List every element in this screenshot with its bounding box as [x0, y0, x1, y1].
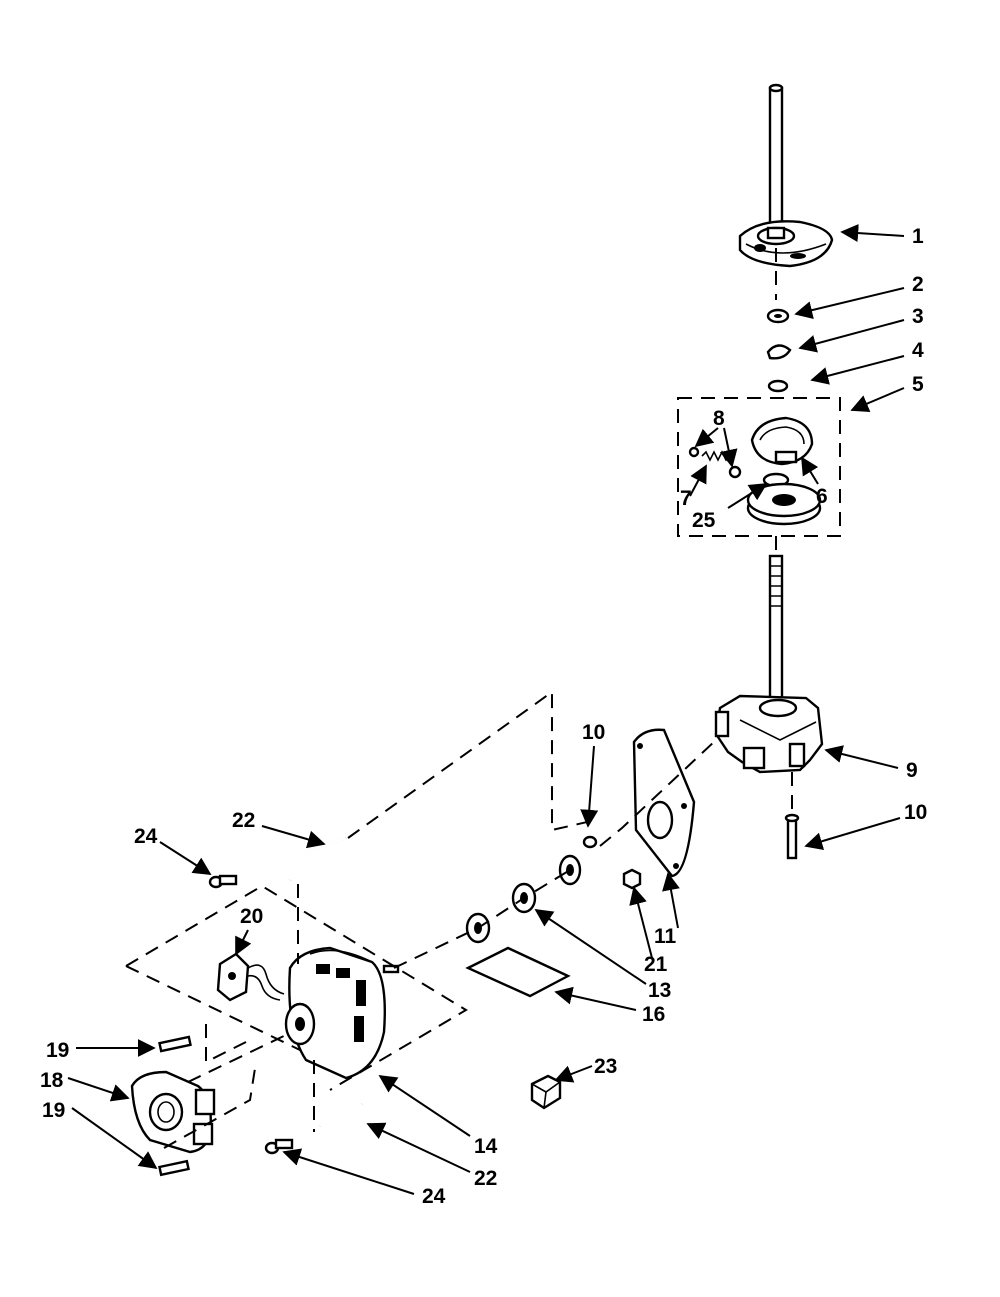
part-4-ring — [767, 379, 789, 393]
callout-3: 3 — [912, 305, 924, 328]
callout-6: 6 — [816, 485, 828, 508]
part-11-mounting-plate — [632, 728, 696, 878]
part-23-clip — [530, 1074, 562, 1110]
callout-18: 18 — [40, 1069, 64, 1092]
callout-20: 20 — [240, 905, 263, 928]
part-1-cam-assembly — [738, 220, 834, 268]
part-18-pump — [130, 1070, 216, 1154]
part-5-group-box — [677, 397, 841, 537]
callout-2: 2 — [912, 273, 924, 296]
part-6-brake-band — [750, 416, 814, 466]
callout-24-lower: 24 — [422, 1185, 446, 1208]
part-20-switch — [216, 952, 285, 1002]
callout-7: 7 — [680, 487, 692, 510]
part-24-screws — [208, 874, 294, 1155]
callout-10-right: 10 — [904, 801, 927, 824]
part-22-clip-upper — [288, 836, 347, 881]
callout-14: 14 — [474, 1135, 498, 1158]
callout-25: 25 — [692, 509, 716, 532]
callout-22-upper: 22 — [232, 809, 255, 832]
callout-5: 5 — [912, 373, 924, 396]
callout-1: 1 — [912, 225, 924, 248]
brake-pulley — [746, 482, 822, 526]
callout-23: 23 — [594, 1055, 617, 1078]
callout-13: 13 — [648, 979, 671, 1002]
part-7-spring — [701, 450, 731, 462]
callout-16: 16 — [642, 1003, 665, 1026]
lower-shaft — [768, 554, 784, 708]
callout-4: 4 — [912, 339, 924, 362]
callout-11: 11 — [654, 925, 677, 948]
part-9-gearcase — [714, 694, 824, 774]
callout-19-upper: 19 — [46, 1039, 69, 1062]
callout-9: 9 — [906, 759, 918, 782]
part-21-nut — [622, 868, 642, 890]
part-16-shield — [465, 946, 571, 998]
callout-10-upper: 10 — [582, 721, 605, 744]
part-22-rod-lower — [319, 1102, 363, 1128]
part-2-washer — [766, 308, 790, 324]
gearcase-bolt — [784, 813, 800, 860]
part-19-screws — [158, 1035, 192, 1177]
callout-22-lower: 22 — [474, 1167, 497, 1190]
callout-labels: 1 2 3 4 5 8 7 6 25 10 9 10 22 24 20 11 2… — [40, 225, 927, 1208]
upper-shaft — [768, 83, 784, 250]
part-3-clip — [766, 344, 792, 360]
callout-8: 8 — [713, 407, 725, 430]
callout-24-upper: 24 — [134, 825, 158, 848]
part-10-screw-left — [582, 835, 598, 849]
assembly-lines — [125, 248, 793, 1149]
part-14-motor — [284, 946, 400, 1080]
callout-21: 21 — [644, 953, 668, 976]
callout-19-lower: 19 — [42, 1099, 65, 1122]
leader-lines — [67, 224, 905, 1195]
